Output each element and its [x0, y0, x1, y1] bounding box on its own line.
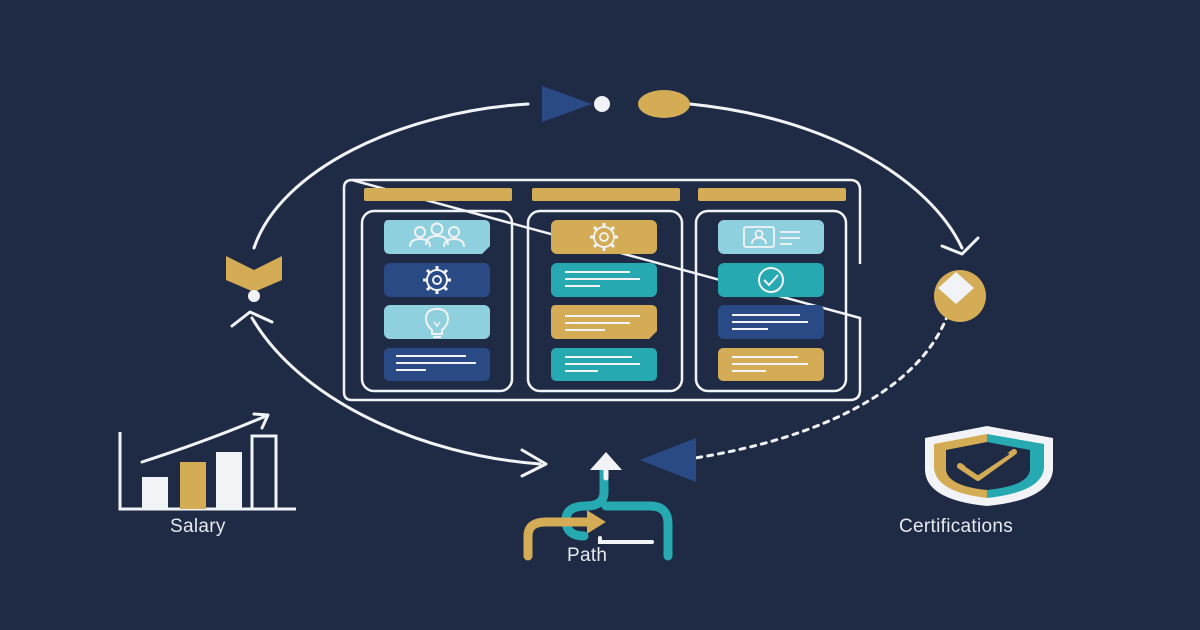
board — [342, 178, 862, 402]
checkmark-icon — [758, 267, 784, 293]
column-header-2 — [532, 188, 680, 201]
dot-top — [594, 96, 610, 112]
certifications-label: Certifications — [899, 516, 1014, 537]
gear-icon — [423, 266, 451, 294]
id-card-icon — [743, 226, 800, 248]
card-notes-5 — [718, 305, 824, 339]
column-3 — [694, 209, 848, 393]
card-gear-gold — [551, 220, 657, 254]
people-icon — [409, 222, 465, 248]
arc-top-left — [252, 102, 530, 250]
text-lines-icon — [565, 356, 640, 372]
arc-bottom-left — [250, 316, 542, 466]
card-settings — [384, 263, 490, 297]
path-label: Path — [567, 545, 608, 566]
card-profile — [718, 220, 824, 254]
bar-chart-icon — [118, 412, 296, 511]
text-lines-icon — [565, 271, 640, 287]
column-header-3 — [698, 188, 846, 201]
arrowhead-left-up — [230, 310, 274, 328]
dot-left — [248, 290, 260, 302]
path-arrow-icon — [523, 452, 673, 561]
text-lines-icon — [732, 314, 808, 330]
arc-top-right — [688, 102, 964, 250]
white-diamond-right — [938, 272, 974, 304]
chevron-gold-left — [226, 256, 282, 292]
column-header-1 — [364, 188, 512, 201]
gold-pill-top — [638, 90, 690, 118]
card-check — [718, 263, 824, 297]
arrowhead-top-right — [940, 236, 980, 256]
play-triangle-top — [542, 86, 592, 122]
shield-check-icon — [925, 426, 1053, 506]
card-idea — [384, 305, 490, 339]
card-notes-1 — [384, 348, 490, 381]
text-lines-icon — [565, 315, 640, 331]
arrowhead-bottom-left — [520, 448, 548, 478]
card-notes-2 — [551, 263, 657, 297]
lightbulb-icon — [424, 307, 450, 338]
column-1 — [360, 209, 514, 393]
text-lines-icon — [396, 355, 476, 371]
card-notes-6 — [718, 348, 824, 381]
gear-icon — [590, 223, 618, 251]
card-notes-3 — [551, 305, 657, 339]
column-2 — [526, 209, 684, 393]
salary-label: Salary — [170, 516, 226, 537]
cycle-arrows — [250, 102, 964, 466]
card-notes-4 — [551, 348, 657, 381]
card-people — [384, 220, 490, 254]
cycle-markers — [226, 86, 986, 482]
text-lines-icon — [732, 356, 808, 372]
arc-bottom-right-dashed — [693, 312, 950, 460]
board-frame — [342, 178, 862, 402]
play-triangle-bottom — [640, 438, 696, 482]
